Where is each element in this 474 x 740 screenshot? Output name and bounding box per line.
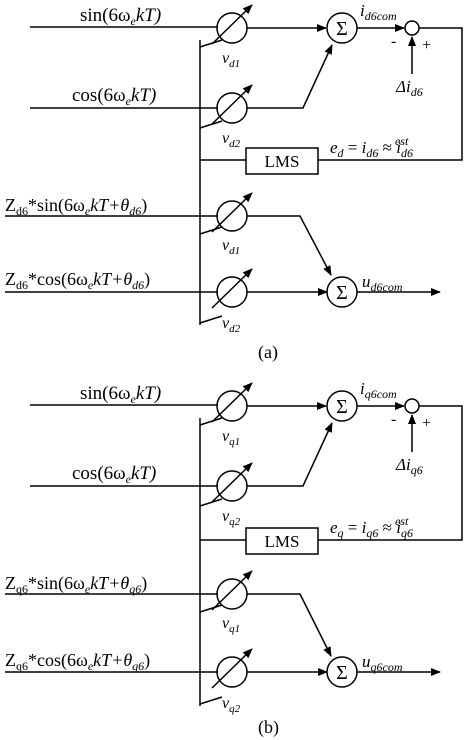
input-sin-label-a: sin(6ωekT) (80, 5, 161, 28)
weight-circle-1b (216, 390, 248, 422)
summation-symbol-2a: Σ (336, 282, 348, 304)
w3-to-sum2-a (247, 215, 332, 276)
bus-tap-4a (199, 315, 223, 324)
input-cos-label-b: cos(6ωekT) (72, 463, 156, 486)
weight-label-4a: vd2 (222, 315, 241, 335)
error-feedback-b (318, 405, 463, 541)
weight-arrow-2a (211, 84, 253, 125)
input-zcos-label-b: Zq6*cos(6ωekT+θq6) (5, 650, 150, 673)
w3-to-sum2-b (247, 593, 332, 657)
panel-b: sin(6ωekT) cos(6ωekT) Zq6*sin(6ωekT+θq6)… (5, 379, 463, 738)
weight-label-1a: vd1 (222, 50, 240, 70)
weight-circle-3b (216, 578, 248, 610)
caption-b: (b) (258, 717, 279, 738)
error-junction-a (404, 20, 420, 36)
weight-arrow-4b (211, 648, 253, 689)
sum-out-label-b: iq6com (360, 379, 397, 401)
error-junction-b (404, 398, 420, 414)
weight-circle-4a (216, 276, 248, 308)
minus-sign-b: - (391, 411, 396, 428)
weight-label-3b: vq1 (222, 615, 240, 635)
minus-sign-a: - (391, 33, 396, 50)
weight-arrow-3b (211, 570, 253, 611)
summation-symbol-b: Σ (336, 396, 348, 418)
bus-tap-3a (199, 226, 223, 235)
error-equation-a: ed = id6 ≈ id6est (330, 134, 413, 160)
weight-label-3a: vd1 (222, 237, 240, 257)
input-zsin-label-a: Zd6*sin(6ωekT+θd6) (5, 195, 147, 218)
lms-label-b: LMS (265, 532, 300, 551)
weight-circle-1a (216, 12, 248, 44)
bus-tap-1b (199, 417, 223, 426)
weight-arrow-2b (211, 462, 253, 503)
lms-label-a: LMS (265, 152, 300, 171)
output-label-a: ud6com (362, 272, 403, 294)
error-equation-b: eq = iq6 ≈ iq6est (330, 514, 413, 540)
weight-arrow-4a (211, 268, 253, 309)
sum-out-label-a: id6com (360, 1, 397, 23)
input-cos-label-a: cos(6ωekT) (72, 85, 156, 108)
weight-circle-4b (216, 656, 248, 688)
error-feedback-a (318, 27, 463, 161)
bus-tap-2b (199, 498, 223, 507)
weight-arrow-1a (211, 4, 253, 45)
plus-sign-a: + (422, 37, 431, 54)
lms-block-b (245, 527, 319, 555)
caption-a: (a) (258, 342, 278, 363)
delta-label-b: Δiq6 (395, 455, 423, 477)
weight-label-2b: vq2 (222, 508, 241, 528)
input-zsin-label-b: Zq6*sin(6ωekT+θq6) (5, 573, 147, 596)
weight-circle-2b (216, 470, 248, 502)
weight-arrow-3a (211, 192, 253, 233)
bus-tap-2a (199, 120, 223, 129)
lms-block-a (245, 147, 319, 175)
w2-to-sum-b (247, 422, 333, 487)
summation-symbol-a: Σ (336, 18, 348, 40)
weight-circle-2a (216, 92, 248, 124)
bus-tap-4b (199, 696, 223, 705)
weight-circle-3a (216, 200, 248, 232)
weight-label-4b: vq2 (222, 695, 241, 715)
bus-tap-1a (199, 39, 223, 48)
input-zcos-label-a: Zd6*cos(6ωekT+θd6) (5, 269, 150, 292)
weight-arrow-1b (211, 382, 253, 423)
panel-a: sin(6ωekT) cos(6ωekT) Zd6*sin(6ωekT+θd6)… (5, 1, 463, 363)
weight-label-2a: vd2 (222, 130, 241, 150)
output-label-b: uq6com (362, 652, 403, 674)
w2-to-sum-a (247, 44, 333, 109)
bus-tap-3b (199, 604, 223, 613)
summation-symbol-2b: Σ (336, 662, 348, 684)
plus-sign-b: + (422, 415, 431, 432)
input-sin-label-b: sin(6ωekT) (80, 383, 161, 406)
weight-label-1b: vq1 (222, 428, 240, 448)
delta-label-a: Δid6 (395, 77, 423, 99)
